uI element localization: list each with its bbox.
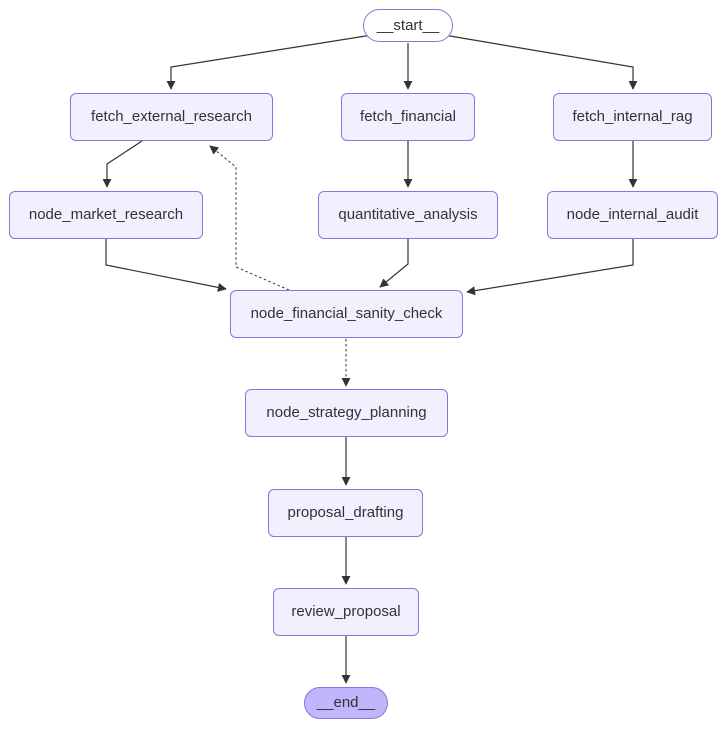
node-market-research-label: node_market_research <box>28 206 184 223</box>
node-financial-sanity-check: node_financial_sanity_check <box>230 290 463 338</box>
edge-fetch-external-research-to-node-market-research <box>102 140 143 188</box>
node-fetch-external-research: fetch_external_research <box>70 93 273 141</box>
node-market-research: node_market_research <box>9 191 203 239</box>
node-review-proposal-label: review_proposal <box>291 603 401 620</box>
node-fetch-financial: fetch_financial <box>341 93 475 141</box>
edge-sanity-check-to-fetch-external-research-dotted <box>209 145 290 291</box>
node-fetch-financial-label: fetch_financial <box>360 108 456 125</box>
node-end: __end__ <box>304 687 388 719</box>
node-start-label: __start__ <box>376 16 440 34</box>
node-financial-sanity-check-label: node_financial_sanity_check <box>250 305 443 322</box>
edge-node-internal-audit-to-sanity-check <box>466 239 634 296</box>
node-review-proposal: review_proposal <box>273 588 419 636</box>
node-start: __start__ <box>363 9 453 42</box>
node-strategy-planning-label: node_strategy_planning <box>266 404 427 421</box>
node-fetch-internal-rag-label: fetch_internal_rag <box>572 108 693 125</box>
node-internal-audit: node_internal_audit <box>547 191 718 239</box>
node-proposal-drafting: proposal_drafting <box>268 489 423 537</box>
node-quantitative-analysis-label: quantitative_analysis <box>338 206 478 223</box>
node-strategy-planning: node_strategy_planning <box>245 389 448 437</box>
edge-start-to-fetch-internal-rag <box>443 34 638 90</box>
edge-start-to-fetch-external-research <box>166 34 373 90</box>
node-quantitative-analysis: quantitative_analysis <box>318 191 498 239</box>
node-proposal-drafting-label: proposal_drafting <box>287 504 404 521</box>
node-fetch-external-research-label: fetch_external_research <box>91 108 252 125</box>
edge-node-market-research-to-sanity-check <box>105 239 227 292</box>
node-fetch-internal-rag: fetch_internal_rag <box>553 93 712 141</box>
node-internal-audit-label: node_internal_audit <box>566 206 699 223</box>
node-end-label: __end__ <box>316 694 376 711</box>
edge-quantitative-analysis-to-sanity-check <box>379 239 409 288</box>
